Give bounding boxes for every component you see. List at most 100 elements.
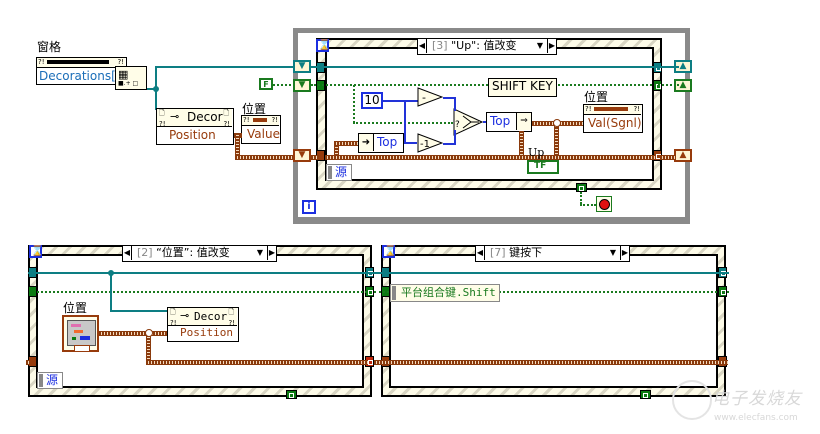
ref-wire-to-node <box>110 310 168 312</box>
unbundle-top-label: Top <box>377 135 398 149</box>
next-case-icon[interactable]: ▶ <box>267 246 276 260</box>
decor-property-node-2[interactable]: 🗋?! ⊸ Decor 🗋?! Position <box>167 307 239 342</box>
hourglass-icon: ⌛ <box>382 245 397 258</box>
source-label: 源 <box>335 165 348 179</box>
position-control-wire-v <box>146 332 151 362</box>
pane-control-bar: ?! ?! <box>37 58 125 68</box>
false-wire <box>273 84 295 86</box>
prev-case-icon[interactable]: ◀ <box>123 246 132 260</box>
wire-junction <box>108 270 114 276</box>
stop-button-icon[interactable] <box>596 196 612 212</box>
pos-wire-left-outer <box>311 155 319 160</box>
pane-ref-wire <box>147 88 156 90</box>
stop-wire-h <box>580 204 596 206</box>
tunnel-bool-in <box>28 286 37 297</box>
wire-junction-brown <box>145 329 153 337</box>
decrement-label: - <box>422 91 426 104</box>
case-label: “位置”: 值改变 <box>156 246 230 259</box>
negate-node[interactable]: -1 <box>417 133 443 153</box>
blue-wire-b <box>443 97 455 99</box>
key-icon: ⊸ <box>180 309 190 322</box>
shift-wire-v <box>353 85 355 123</box>
dropdown-icon[interactable]: ▼ <box>536 41 543 50</box>
ref-wire-through <box>311 66 679 68</box>
stop-wire-v <box>580 192 582 204</box>
event-source-node: 源 <box>37 372 63 389</box>
decor-class-label: Decor <box>194 310 228 323</box>
bool-wire <box>374 291 729 293</box>
bundle-top-node[interactable]: Top ⇒ <box>486 112 532 132</box>
next-case-icon[interactable]: ▶ <box>620 246 629 260</box>
val-sgnl-property[interactable]: ?! ?! Val(Sgnl) <box>583 104 643 133</box>
hourglass-icon: ⌛ <box>316 39 331 52</box>
shift-key-label: SHIFT KEY <box>488 78 557 97</box>
pos-wire-left <box>26 360 30 365</box>
watermark-title: 电子发烧友 <box>712 389 802 409</box>
pane-control[interactable]: ?! ?! Decorations[] <box>36 57 127 85</box>
shift-register-left-bool[interactable]: ▼ <box>293 79 311 92</box>
watermark-logo-icon <box>672 380 712 420</box>
pos-wire-right-outer <box>660 155 676 160</box>
event-selector-top[interactable]: ◀ [3] "Up": 值改变 ▼ ▶ <box>417 38 557 55</box>
position-indicator[interactable]: ?! ?! Value <box>241 115 281 144</box>
val-sgnl-text: Val(Sgnl) <box>588 116 642 130</box>
iteration-terminal: i <box>302 200 316 214</box>
dropdown-icon[interactable]: ▼ <box>609 248 616 257</box>
decrement-node[interactable]: - <box>417 87 443 107</box>
event-selector-bottom-right[interactable]: ◀ [7] 键按下 ▼ ▶ <box>475 245 630 262</box>
shift-register-left-pos[interactable]: ▼ <box>293 149 311 162</box>
source-label: 源 <box>46 373 59 387</box>
tunnel-stop-out <box>640 390 651 399</box>
valsgnl-label: 位置 <box>584 90 609 104</box>
blue-wire-e <box>454 130 456 145</box>
select-node[interactable]: ? <box>453 108 483 136</box>
key-icon: ⊸ <box>170 110 180 123</box>
ref-to-array-node[interactable]: ▦ ■.+ □ <box>115 66 147 90</box>
shift-register-right-pos[interactable]: ▲ <box>674 149 692 162</box>
wire-junction <box>153 86 159 92</box>
shift-register-left-ref[interactable]: ▼ <box>293 60 311 73</box>
position-property-label: Position <box>169 128 216 142</box>
position-control-wire-h <box>146 360 368 365</box>
pane-label: 窗格 <box>37 40 62 54</box>
position-wire-h <box>235 155 295 160</box>
prev-case-icon[interactable]: ◀ <box>418 39 427 53</box>
prev-case-icon[interactable]: ◀ <box>476 246 485 260</box>
blue-wire-d <box>443 143 455 145</box>
ref-wire <box>374 272 729 274</box>
pos-wire-up <box>334 142 339 156</box>
shift-key-node-label: 平台组合键.Shift <box>401 286 496 299</box>
pos-wire-bundle-in <box>519 131 524 156</box>
shift-key-node[interactable]: 平台组合键.Shift <box>390 284 500 302</box>
blue-wire-a <box>404 100 406 143</box>
hourglass-icon: ⌛ <box>29 245 44 258</box>
up-label: Up <box>528 146 545 159</box>
pos-wire <box>374 360 728 365</box>
case-index: [3] <box>432 39 448 52</box>
pos-wire-to-unbundle <box>334 141 358 146</box>
event-source-node: 源 <box>326 164 352 181</box>
up-terminal[interactable]: TF <box>527 160 559 174</box>
decor-property-header: 🗋?! ⊸ Decor 🗋?! <box>157 109 232 128</box>
svg-text:?: ? <box>455 120 460 130</box>
decor-property-node[interactable]: 🗋?! ⊸ Decor 🗋?! Position <box>156 108 234 145</box>
case-index: [7] <box>490 246 506 259</box>
constant-10[interactable]: 10 <box>361 92 383 109</box>
case-label: "Up": 值改变 <box>451 39 517 52</box>
decor-class-label: Decor <box>187 110 223 124</box>
pane-ref-wire-h <box>155 66 295 68</box>
position-wire-v <box>235 133 240 157</box>
false-constant[interactable]: F <box>259 78 273 90</box>
unbundle-top-node[interactable]: ➜ Top <box>358 133 404 153</box>
ref-wire <box>28 272 374 274</box>
blue-wire-c <box>454 97 456 111</box>
position-indicator-value: Value <box>247 127 280 141</box>
dropdown-icon[interactable]: ▼ <box>256 248 263 257</box>
event-selector-bottom-left[interactable]: ◀ [2] “位置”: 值改变 ▼ ▶ <box>122 245 277 262</box>
while-loop[interactable] <box>293 28 690 224</box>
grid-icon: ▦ <box>118 68 129 81</box>
next-case-icon[interactable]: ▶ <box>547 39 556 53</box>
watermark-url: www.elecfans.com <box>714 413 798 423</box>
shift-wire-to-select <box>353 122 453 124</box>
position-control-icon[interactable] <box>62 315 99 352</box>
